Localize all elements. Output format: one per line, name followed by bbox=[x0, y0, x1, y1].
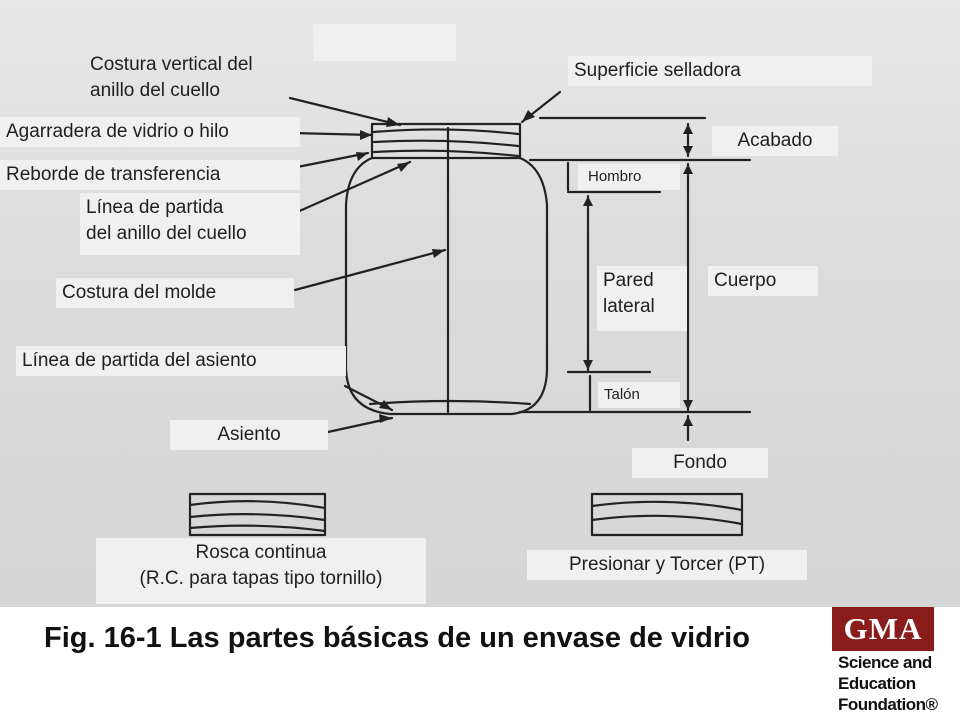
label-costura-vertical: Costura vertical del anillo del cuello bbox=[90, 54, 253, 101]
arrowhead-acabado-bottom bbox=[683, 146, 693, 156]
arrowhead-pared-bottom bbox=[583, 360, 593, 370]
label-linea-partida-cuello: Línea de partida del anillo del cuello bbox=[80, 193, 300, 255]
gma-logo: GMA Science and Education Foundation® bbox=[830, 607, 960, 720]
label-asiento: Asiento bbox=[170, 420, 328, 450]
label-talon: Talón bbox=[598, 382, 680, 408]
label-cuerpo: Cuerpo bbox=[708, 266, 818, 296]
arrow-costura-molde bbox=[293, 248, 447, 292]
arrowhead-reborde bbox=[356, 152, 368, 161]
arrowhead-costura-vertical bbox=[386, 117, 400, 127]
logo-badge: GMA bbox=[832, 607, 934, 651]
label-rosca-continua: Rosca continua (R.C. para tapas tipo tor… bbox=[96, 538, 426, 604]
label-superficie-selladora: Superficie selladora bbox=[568, 56, 872, 86]
jar-heel bbox=[368, 399, 532, 406]
label-hombro: Hombro bbox=[578, 164, 680, 190]
arrowhead-fondo bbox=[683, 416, 693, 426]
label-presionar-torcer: Presionar y Torcer (PT) bbox=[527, 550, 807, 580]
label-agarradera: Agarradera de vidrio o hilo bbox=[0, 117, 300, 147]
arrowhead-asiento bbox=[379, 414, 392, 423]
label-linea-partida-asiento: Línea de partida del asiento bbox=[16, 346, 346, 376]
finish-sample-pt bbox=[590, 492, 744, 537]
arrowhead-cuerpo-top bbox=[683, 164, 693, 174]
arrowhead-superficie bbox=[522, 110, 535, 122]
arrowhead-linea-asiento bbox=[379, 400, 392, 410]
label-reborde: Reborde de transferencia bbox=[0, 160, 300, 190]
diagram-area: Costura vertical del anillo del cuello A… bbox=[0, 0, 960, 607]
arrow-linea-cuello bbox=[293, 160, 412, 215]
jar-body bbox=[344, 156, 549, 416]
jar-thread-lines bbox=[372, 128, 520, 158]
label-acabado: Acabado bbox=[712, 126, 838, 156]
arrow-agarradera bbox=[290, 131, 374, 137]
arrow-costura-vertical bbox=[288, 96, 402, 127]
arrowhead-acabado-top bbox=[683, 124, 693, 134]
blank-box bbox=[313, 24, 456, 61]
arrowhead-linea-cuello bbox=[397, 162, 410, 172]
arrowhead-pared-top bbox=[583, 196, 593, 206]
label-pared-lateral: Pared lateral bbox=[597, 266, 687, 331]
arrowhead-costura-molde bbox=[432, 249, 445, 258]
label-costura-molde: Costura del molde bbox=[56, 278, 294, 308]
arrowhead-cuerpo-bottom bbox=[683, 400, 693, 410]
label-fondo: Fondo bbox=[632, 448, 768, 478]
jar-illustration bbox=[188, 24, 752, 537]
arrowhead-agarradera bbox=[360, 130, 372, 140]
logo-text: Science and Education Foundation® bbox=[838, 653, 938, 714]
figure-title: Fig. 16-1 Las partes básicas de un envas… bbox=[44, 622, 750, 654]
finish-sample-rc bbox=[188, 492, 327, 537]
